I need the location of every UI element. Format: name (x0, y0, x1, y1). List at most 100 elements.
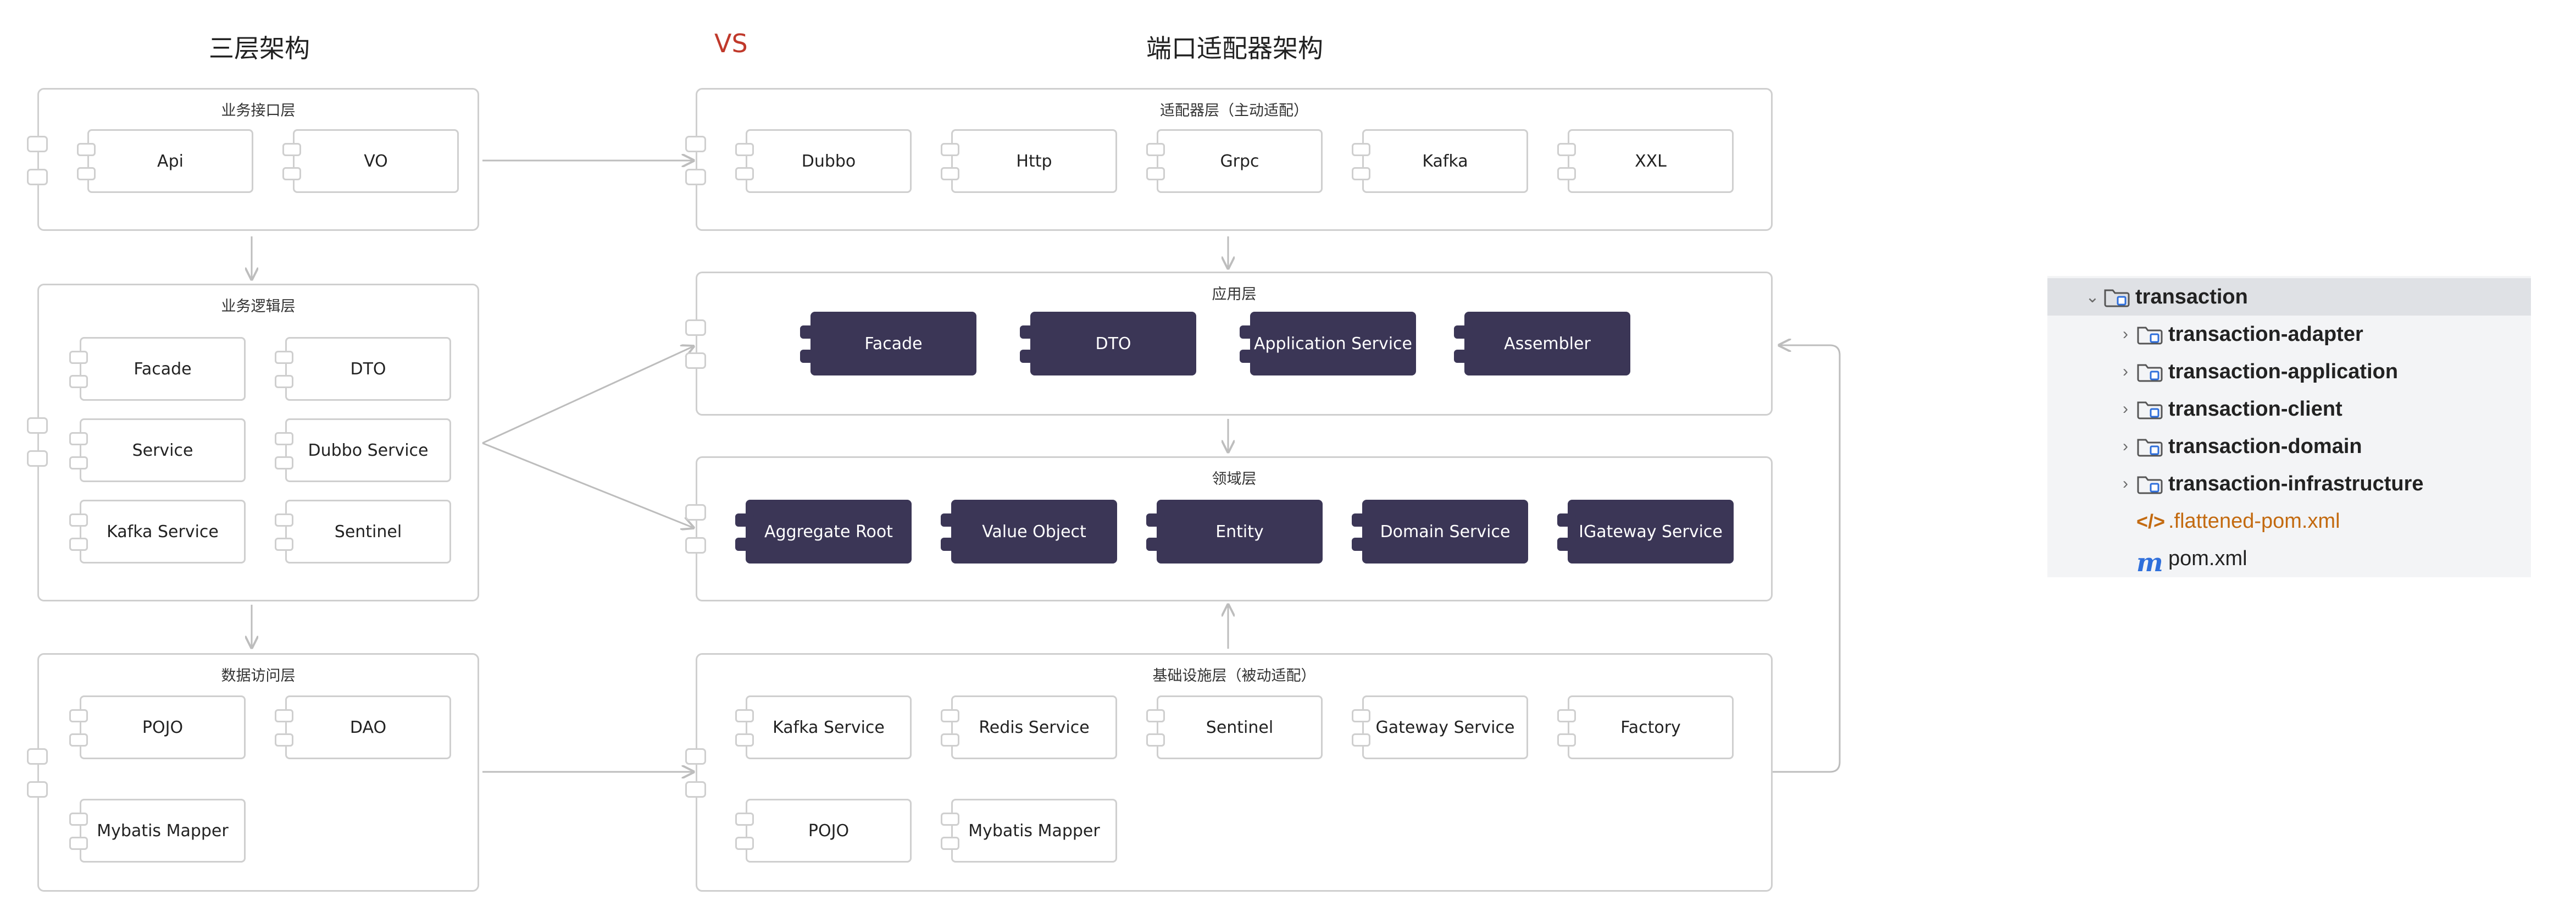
component-label: XXL (1635, 151, 1667, 171)
group-port (27, 169, 48, 185)
module-folder-icon (2136, 473, 2164, 495)
hexagonal-title: 端口适配器架构 (1146, 34, 1323, 63)
component-xxl: XXL (1557, 129, 1734, 193)
component-domain-service: Domain Service (1352, 500, 1528, 564)
arrow-infrastructure-to-application (1773, 345, 1841, 773)
tree-item-transaction-client[interactable]: › transaction-client (2047, 390, 2531, 428)
business-interface-layer: 业务接口层 Api VO (27, 88, 479, 231)
component-http: Http (941, 129, 1117, 193)
component-pojo: POJO (69, 695, 246, 759)
business-logic-layer: 业务逻辑层 Facade DTO Service Dubbo Service K… (27, 284, 479, 601)
component-label: VO (364, 151, 388, 171)
component-app-dto: DTO (1020, 312, 1196, 375)
group-port (685, 352, 706, 369)
xml-code-icon: </> (2136, 510, 2166, 533)
component-label: POJO (808, 821, 850, 841)
component-label: Facade (864, 334, 923, 353)
group-port (685, 136, 706, 152)
tree-item-pom-xml[interactable]: m pom.xml (2047, 540, 2531, 578)
group-port (27, 417, 48, 434)
module-folder-icon (2136, 435, 2164, 457)
group-port (685, 319, 706, 336)
component-label: Dubbo (801, 151, 856, 171)
group-port (685, 504, 706, 521)
component-assembler: Assembler (1454, 312, 1630, 375)
component-app-facade: Facade (800, 312, 976, 375)
project-tree: ⌄ transaction › transaction-adapter › tr… (2047, 276, 2531, 577)
layer-label: 适配器层（主动适配） (1160, 102, 1308, 119)
chevron-right-icon[interactable]: › (2123, 437, 2128, 455)
component-label: Gateway Service (1375, 717, 1515, 737)
chevron-right-icon[interactable]: › (2123, 362, 2128, 380)
component-label: Application Service (1253, 334, 1413, 353)
component-label: Kafka Service (773, 717, 885, 737)
component-label: Mybatis Mapper (968, 821, 1100, 841)
application-layer: 应用层 Facade DTO Application Service Assem… (685, 272, 1773, 416)
component-facade: Facade (69, 337, 246, 401)
arrow-logic-to-application (482, 346, 693, 444)
maven-icon: m (2136, 548, 2163, 577)
component-label: Assembler (1504, 334, 1591, 353)
group-port (685, 781, 706, 798)
layer-label: 业务接口层 (221, 102, 296, 119)
component-label: Value Object (982, 522, 1086, 542)
adapter-layer: 适配器层（主动适配） Dubbo Http Grpc Kafka XXL (685, 88, 1773, 231)
component-application-service: Application Service (1240, 312, 1416, 375)
layer-label: 数据访问层 (221, 667, 296, 684)
layer-label: 业务逻辑层 (221, 298, 296, 315)
component-label: Kafka Service (107, 522, 219, 542)
component-label: Redis Service (979, 717, 1090, 737)
chevron-right-icon[interactable]: › (2123, 474, 2128, 493)
tree-item-label: .flattened-pom.xml (2168, 509, 2340, 533)
component-label: Http (1016, 151, 1052, 171)
component-label: Dubbo Service (308, 440, 429, 460)
tree-item-transaction-adapter[interactable]: › transaction-adapter (2047, 316, 2531, 353)
component-label: DTO (350, 359, 386, 379)
component-infra-sentinel: Sentinel (1146, 695, 1323, 759)
domain-layer: 领域层 Aggregate Root Value Object Entity D… (685, 456, 1773, 601)
group-port (27, 450, 48, 467)
tree-item-label: pom.xml (2168, 546, 2247, 570)
chevron-right-icon[interactable]: › (2123, 325, 2128, 343)
tree-item-label: transaction-client (2168, 397, 2342, 421)
chevron-right-icon[interactable]: › (2123, 400, 2128, 418)
tree-item-flattened-pom[interactable]: </> .flattened-pom.xml (2047, 502, 2531, 540)
component-dubbo: Dubbo (735, 129, 912, 193)
group-port (685, 748, 706, 765)
layer-label: 领域层 (1212, 471, 1257, 488)
component-service: Service (69, 418, 246, 482)
component-label: Api (157, 151, 184, 171)
chevron-down-icon[interactable]: ⌄ (2085, 288, 2100, 306)
tree-item-label: transaction-infrastructure (2168, 472, 2424, 495)
module-folder-icon (2136, 323, 2164, 345)
tree-item-label: transaction-adapter (2168, 322, 2363, 346)
component-value-object: Value Object (941, 500, 1117, 564)
group-port (27, 781, 48, 798)
component-label: Grpc (1220, 151, 1259, 171)
component-dto: DTO (275, 337, 451, 401)
tree-item-label: transaction-application (2168, 360, 2399, 383)
component-redis-service: Redis Service (941, 695, 1117, 759)
tree-item-transaction-application[interactable]: › transaction-application (2047, 353, 2531, 390)
group-port (685, 169, 706, 185)
layer-label: 基础设施层（被动适配） (1152, 667, 1316, 684)
component-kafka: Kafka (1352, 129, 1528, 193)
component-label: Facade (134, 359, 192, 379)
component-label: DAO (349, 717, 387, 737)
component-igateway-service: IGateway Service (1557, 500, 1734, 564)
tree-item-transaction-infrastructure[interactable]: › transaction-infrastructure (2047, 465, 2531, 502)
component-label: Entity (1215, 522, 1264, 542)
component-dubbo-service: Dubbo Service (275, 418, 451, 482)
tree-item-root[interactable]: ⌄ transaction (2047, 278, 2531, 316)
component-label: Domain Service (1380, 522, 1511, 542)
component-aggregate-root: Aggregate Root (735, 500, 912, 564)
module-folder-icon (2136, 361, 2164, 383)
tree-item-transaction-domain[interactable]: › transaction-domain (2047, 428, 2531, 465)
layer-label: 应用层 (1212, 286, 1257, 303)
arrow-logic-to-domain (482, 442, 693, 528)
tree-item-label: transaction-domain (2168, 434, 2362, 458)
module-folder-icon (2103, 286, 2131, 308)
component-sentinel: Sentinel (275, 500, 451, 564)
